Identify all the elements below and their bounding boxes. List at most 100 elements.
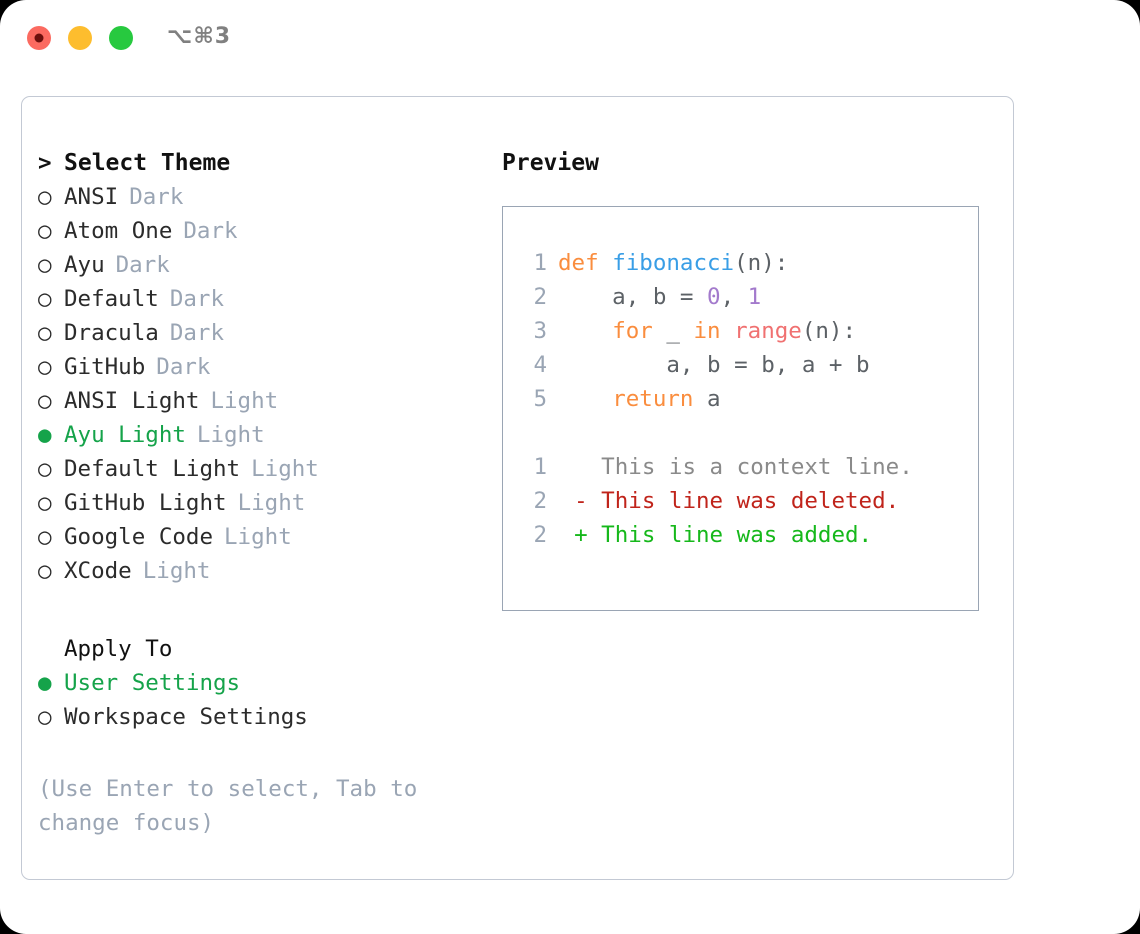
radio-unselected-icon: ○: [38, 252, 52, 278]
code-token: def: [558, 250, 599, 276]
diff-line-text: - This line was deleted.: [547, 488, 900, 514]
line-number: 2: [533, 488, 547, 514]
title-bar: ⌥⌘3: [0, 0, 1140, 78]
code-token: 0: [707, 284, 721, 310]
theme-option-label: GitHub: [64, 354, 146, 380]
radio-unselected-icon: ○: [38, 354, 52, 380]
radio-selected-icon: ●: [38, 422, 52, 448]
code-line: 2 a, b = 0, 1: [521, 280, 913, 314]
diff-line: 2 - This line was deleted.: [521, 484, 913, 518]
code-token: range: [734, 318, 802, 344]
code-token: (n):: [734, 250, 789, 276]
code-token: [558, 318, 612, 344]
code-token: [558, 386, 612, 412]
minimize-button[interactable]: [68, 26, 92, 50]
code-line: 4 a, b = b, a + b: [521, 348, 913, 382]
diff-line: 2 + This line was added.: [521, 518, 913, 552]
theme-option-ansi-light[interactable]: ○ ANSI Light Light: [38, 384, 488, 418]
apply-to-option-user-settings[interactable]: ●User Settings: [38, 666, 488, 700]
theme-option-tag: Light: [142, 558, 211, 584]
line-number: 4: [533, 352, 547, 378]
radio-unselected-icon: ○: [38, 388, 52, 414]
theme-option-ayu-light[interactable]: ● Ayu Light Light: [38, 418, 488, 452]
apply-to-option-label: User Settings: [64, 670, 241, 696]
code-token: ,: [720, 284, 748, 310]
code-token: a, b = b, a + b: [558, 352, 870, 378]
apply-to-title: Apply To: [64, 636, 173, 662]
theme-option-label: Atom One: [64, 218, 173, 244]
keyboard-shortcut-label: ⌥⌘3: [167, 24, 232, 49]
theme-option-github[interactable]: ○ GitHub Dark: [38, 350, 488, 384]
line-number: 3: [533, 318, 547, 344]
code-blank-line: [521, 416, 913, 450]
keyboard-hint: (Use Enter to select, Tab to change focu…: [38, 776, 418, 836]
line-number: 1: [533, 454, 547, 480]
theme-option-label: XCode: [64, 558, 132, 584]
radio-unselected-icon: ○: [38, 456, 52, 482]
theme-option-tag: Light: [196, 422, 265, 448]
theme-picker-header: > Select Theme: [38, 146, 488, 180]
theme-option-default[interactable]: ○ Default Dark: [38, 282, 488, 316]
theme-option-ayu[interactable]: ○ Ayu Dark: [38, 248, 488, 282]
radio-unselected-icon: ○: [38, 286, 52, 312]
theme-option-label: Default Light: [64, 456, 241, 482]
theme-option-label: Ayu: [64, 252, 105, 278]
recording-indicator-icon: [34, 33, 44, 43]
theme-option-label: ANSI Light: [64, 388, 200, 414]
theme-option-tag: Dark: [115, 252, 170, 278]
theme-option-tag: Light: [210, 388, 279, 414]
theme-option-tag: Light: [237, 490, 306, 516]
theme-picker-title: Select Theme: [64, 150, 231, 176]
line-number: 5: [533, 386, 547, 412]
line-number: 2: [533, 284, 547, 310]
line-number: 2: [533, 522, 547, 548]
theme-option-default-light[interactable]: ○ Default Light Light: [38, 452, 488, 486]
diff-line: 1 This is a context line.: [521, 450, 913, 484]
theme-option-label: ANSI: [64, 184, 119, 210]
theme-option-label: GitHub Light: [64, 490, 227, 516]
zoom-button[interactable]: [109, 26, 133, 50]
radio-unselected-icon: ○: [38, 320, 52, 346]
hint-gap: [38, 734, 488, 772]
apply-to-header: ○ Apply To: [38, 632, 488, 666]
code-line: 5 return a: [521, 382, 913, 416]
code-token: _: [652, 318, 694, 344]
apply-to-option-label: Workspace Settings: [64, 704, 308, 730]
code-token: in: [693, 318, 721, 344]
preview-title: Preview: [502, 150, 599, 176]
theme-option-label: Default: [64, 286, 159, 312]
apply-to-list: ●User Settings○Workspace Settings: [38, 666, 488, 734]
diff-line-text: + This line was added.: [547, 522, 873, 548]
theme-option-tag: Dark: [156, 354, 211, 380]
theme-option-label: Dracula: [64, 320, 159, 346]
apply-to-option-workspace-settings[interactable]: ○Workspace Settings: [38, 700, 488, 734]
caret-icon: >: [38, 150, 52, 176]
line-number: 1: [533, 250, 547, 276]
close-button[interactable]: [27, 26, 51, 50]
diff-line-text: This is a context line.: [547, 454, 913, 480]
theme-option-tag: Light: [224, 524, 292, 550]
theme-option-label: Ayu Light: [64, 422, 186, 448]
radio-unselected-icon: ○: [38, 524, 52, 550]
theme-option-tag: Light: [251, 456, 319, 482]
theme-option-github-light[interactable]: ○ GitHub Light Light: [38, 486, 488, 520]
radio-unselected-icon: ○: [38, 490, 52, 516]
code-token: (n):: [801, 318, 857, 344]
traffic-light-group: [27, 26, 133, 50]
section-gap: [38, 588, 488, 632]
theme-option-tag: Dark: [169, 286, 225, 312]
code-token: return: [612, 386, 694, 412]
